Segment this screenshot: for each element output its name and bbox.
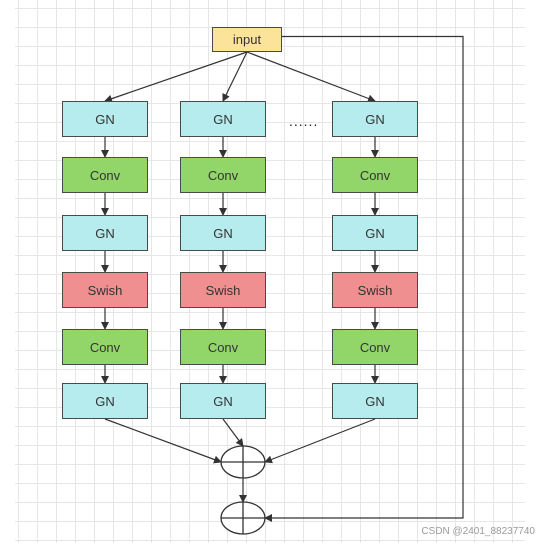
branch-3-gn-node-1: GN	[332, 101, 418, 137]
branch-3-conv-node-5: Conv	[332, 329, 418, 365]
watermark-text: CSDN @2401_88237740	[421, 526, 535, 537]
input-node: input	[212, 27, 282, 52]
branch-1-conv-node-2: Conv	[62, 157, 148, 193]
branch-2-swish-node-4: Swish	[180, 272, 266, 308]
branch-2-to-sum-arrow	[222, 418, 244, 447]
branch-2-gn-node-3: GN	[180, 215, 266, 251]
branch-3-conv-node-2: Conv	[332, 157, 418, 193]
branch-2-conv-node-2: Conv	[180, 157, 266, 193]
branch-1-gn-node-6: GN	[62, 383, 148, 419]
branch-1-gn-node-1: GN	[62, 101, 148, 137]
branch-3-gn-node-6: GN	[332, 383, 418, 419]
residual-skip-connection	[264, 35, 464, 522]
branch-1-conv-node-5: Conv	[62, 329, 148, 365]
sum-operator	[220, 445, 266, 479]
ellipsis-text: ......	[289, 113, 319, 129]
branch-2-gn-node-1: GN	[180, 101, 266, 137]
branch-3-to-sum-arrow	[264, 418, 376, 464]
branch-1-gn-node-3: GN	[62, 215, 148, 251]
branch-1-to-sum-arrow	[104, 418, 222, 464]
grid-background	[15, 0, 525, 543]
branch-3-gn-node-3: GN	[332, 215, 418, 251]
branch-1-swish-node-4: Swish	[62, 272, 148, 308]
input-to-branch-1-arrow	[104, 51, 248, 103]
residual-add-operator	[220, 501, 266, 535]
branch-3-swish-node-4: Swish	[332, 272, 418, 308]
branch-2-gn-node-6: GN	[180, 383, 266, 419]
branch-2-conv-node-5: Conv	[180, 329, 266, 365]
input-to-branch-3-arrow	[246, 51, 376, 103]
input-to-branch-2-arrow	[222, 51, 248, 102]
